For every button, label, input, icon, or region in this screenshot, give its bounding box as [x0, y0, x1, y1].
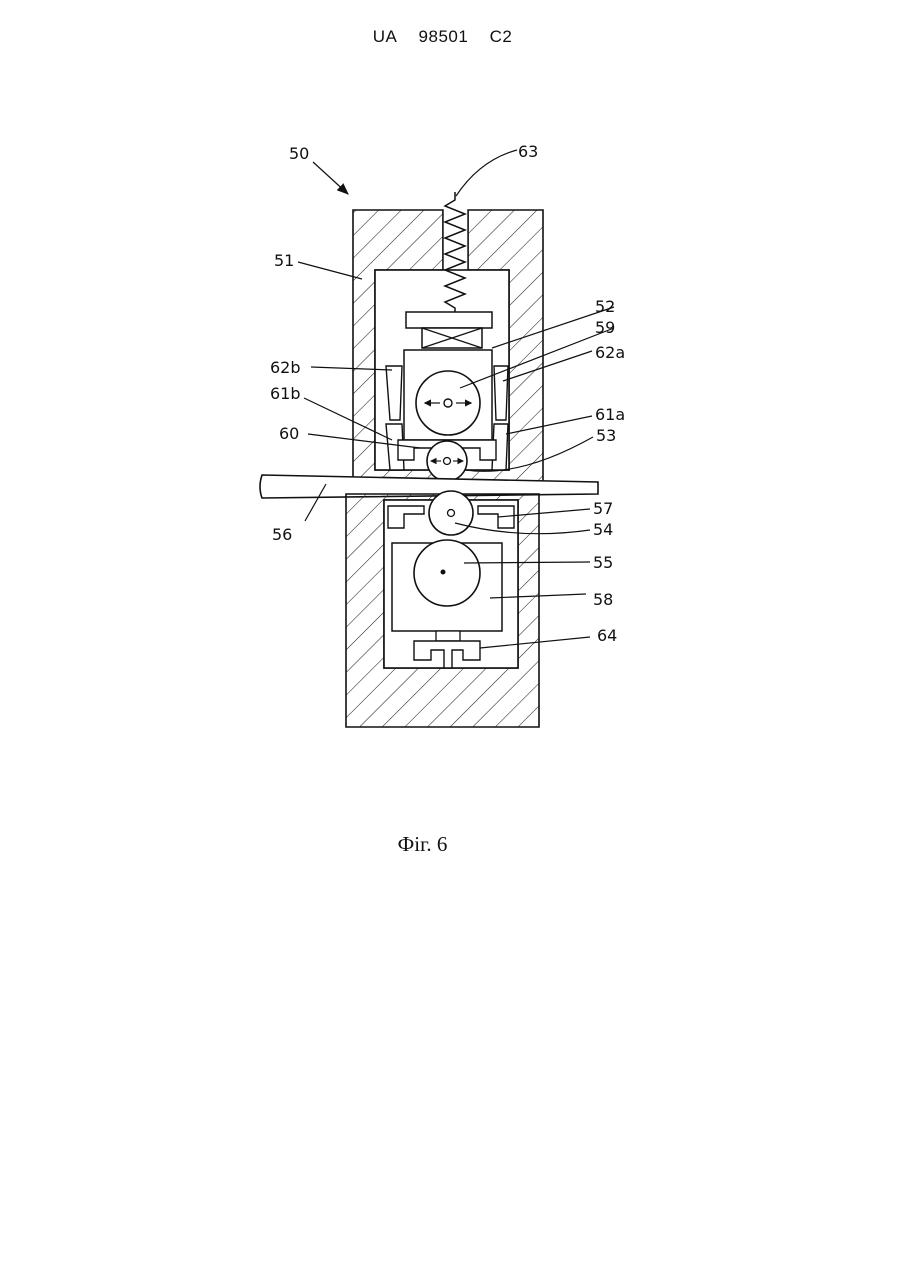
label-50: 50	[289, 144, 309, 163]
label-60: 60	[279, 424, 299, 443]
label-52: 52	[595, 297, 615, 316]
figure-caption: Фіг. 6	[0, 832, 845, 857]
label-59: 59	[595, 318, 615, 337]
label-62a: 62a	[595, 343, 625, 362]
label-58: 58	[593, 590, 613, 609]
label-53: 53	[596, 426, 616, 445]
label-51: 51	[274, 251, 294, 270]
top-plate	[406, 312, 492, 328]
label-57: 57	[593, 499, 613, 518]
label-63: 63	[518, 142, 538, 161]
label-64: 64	[597, 626, 617, 645]
label-55: 55	[593, 553, 613, 572]
label-54: 54	[593, 520, 613, 539]
label-62b: 62b	[270, 358, 301, 377]
label-61b: 61b	[270, 384, 301, 403]
label-56: 56	[272, 525, 292, 544]
lower-large-roller	[414, 540, 480, 606]
label-61a: 61a	[595, 405, 625, 424]
